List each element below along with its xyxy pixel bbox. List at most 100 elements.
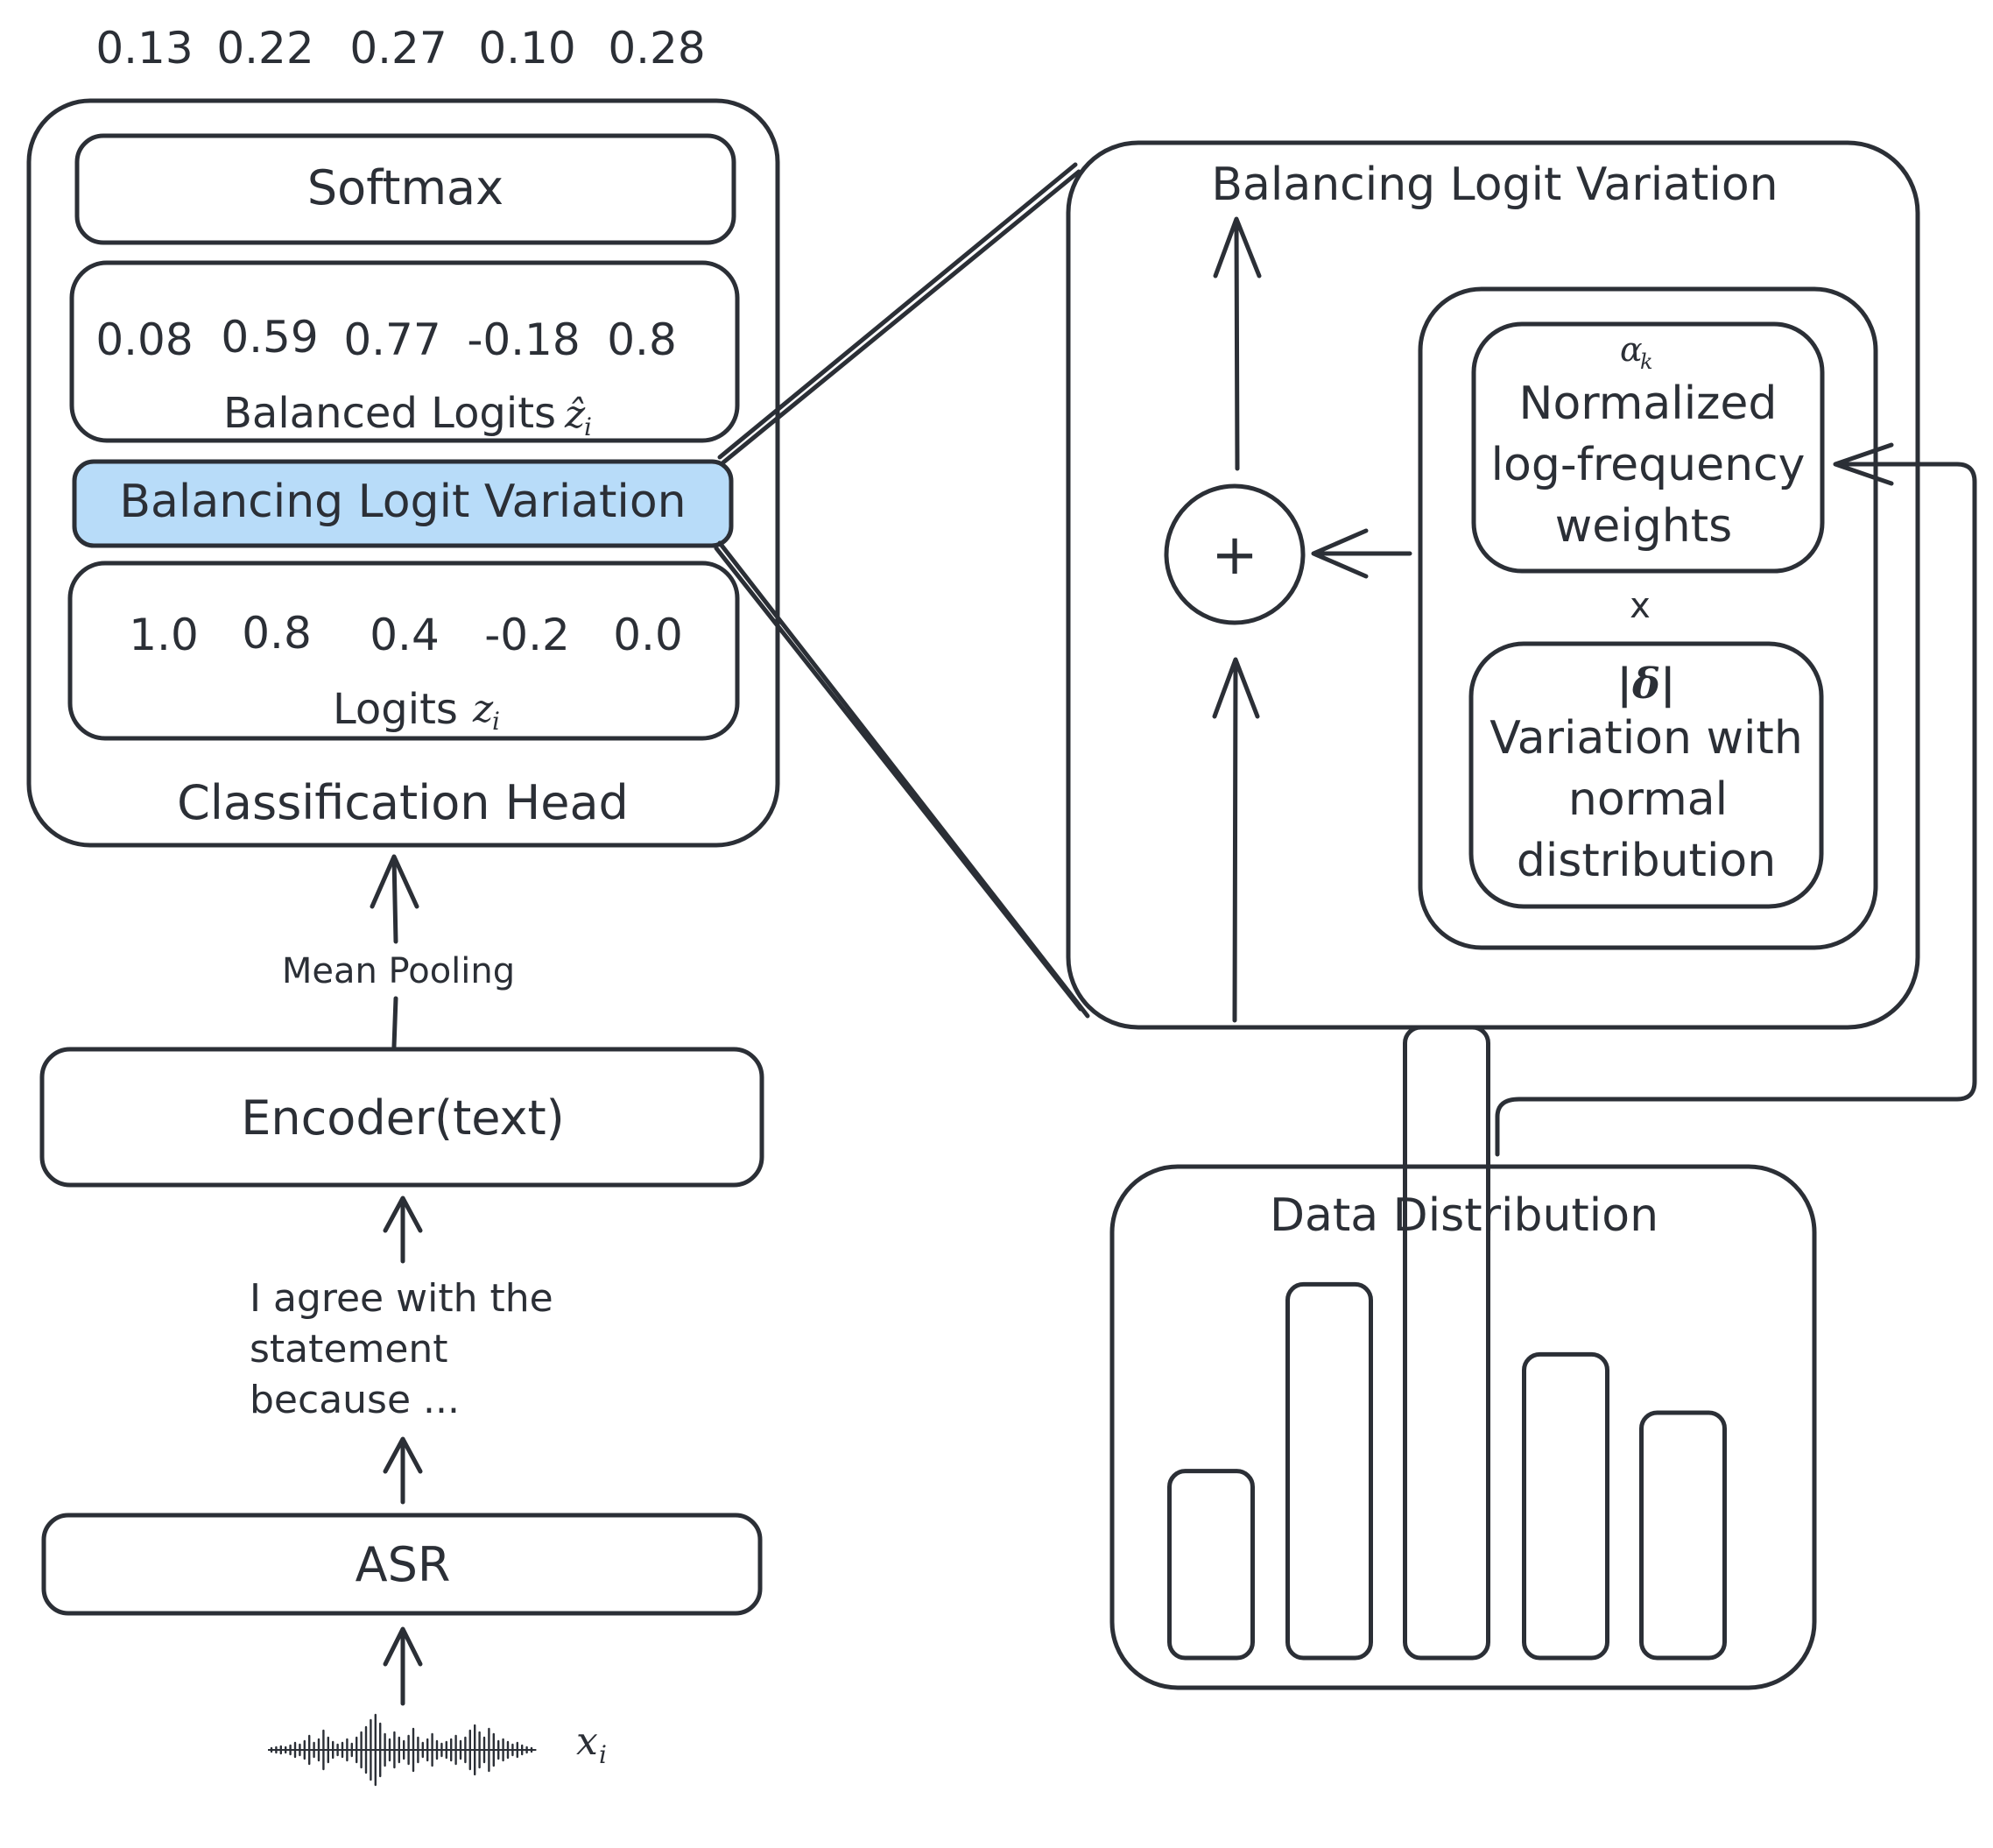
arrow-shaft [391, 996, 398, 1049]
distribution-bars [1167, 1025, 1727, 1661]
variation-label-line: Variation with [1489, 712, 1803, 765]
blv-detail-title: Balancing Logit Variation [1211, 159, 1778, 211]
balanced-logit-values: 0.08 0.59 0.77 -0.18 0.8 [95, 312, 676, 365]
zoom-line-top [721, 169, 1081, 465]
balanced-logits-label: Balanced Logits [223, 389, 556, 438]
encoder-label: Encoder(text) [241, 1090, 564, 1146]
arrow-shaft [1232, 659, 1238, 1023]
arrow-head-icon [383, 1436, 423, 1474]
mean-pooling-arrow [370, 854, 419, 1049]
variation-container-box [1418, 286, 1878, 950]
arrow-head-icon [383, 1626, 423, 1667]
weights-label-line: weights [1555, 500, 1732, 553]
subscript-i: i [599, 1740, 607, 1769]
encoder-box [39, 1047, 764, 1188]
logit-value: 0.8 [242, 608, 312, 659]
weights-label-line: log-frequency [1491, 439, 1806, 491]
subscript-i: i [492, 707, 500, 736]
variation-label-line: normal [1568, 773, 1728, 826]
arrow-head-icon [1833, 442, 1894, 486]
transcript-line: statement [250, 1327, 448, 1372]
connector-line [1495, 462, 1977, 1157]
mean-pooling-label: Mean Pooling [282, 951, 515, 991]
balanced-logit-value: 0.77 [343, 314, 440, 365]
arrow-shaft [1234, 218, 1240, 471]
plus-icon: + [1211, 523, 1258, 588]
logits-label: Logits [333, 685, 458, 734]
zoom-connector-lines [714, 162, 1090, 1019]
softmax-label: Softmax [307, 160, 504, 215]
output-prob: 0.28 [608, 23, 705, 74]
transcript-text: I agree with the statement because ... [250, 1276, 553, 1422]
blv-highlight-box [72, 459, 734, 548]
classification-head-label: Classification Head [177, 775, 629, 830]
times-symbol: x [1630, 586, 1651, 626]
output-prob: 0.10 [478, 23, 575, 74]
output-probabilities: 0.13 0.22 0.27 0.10 0.28 [95, 23, 705, 74]
variation-label: Variation with normal distribution [1489, 712, 1803, 887]
logit-value: 0.4 [370, 610, 440, 660]
blv-highlight-label: Balancing Logit Variation [119, 476, 686, 528]
distribution-bar [1167, 1469, 1255, 1661]
subscript-k: k [1640, 349, 1653, 374]
logits-symbol: z i [472, 687, 500, 736]
sum-node [1164, 483, 1306, 625]
softmax-box [74, 133, 736, 245]
logits-box [67, 561, 740, 741]
arrow-head-icon [1311, 528, 1369, 579]
blv-detail-box [1066, 140, 1920, 1030]
delta-symbol: |δ| [1617, 659, 1676, 709]
distribution-bar [1639, 1410, 1727, 1661]
distribution-bar [1403, 1025, 1490, 1661]
arrow-head-icon [1212, 657, 1260, 719]
weights-label-line: Normalized [1519, 377, 1778, 430]
alpha-k-symbol: α k [1620, 330, 1653, 374]
output-prob: 0.22 [216, 23, 313, 74]
variation-label-line: distribution [1517, 835, 1776, 887]
logit-value: -0.2 [484, 610, 570, 660]
zoom-line-top [717, 162, 1078, 460]
z-symbol: z [472, 687, 494, 731]
input-to-asr-arrow [383, 1626, 423, 1706]
input-symbol: x i [576, 1719, 607, 1769]
logits-to-plus-arrow [1212, 657, 1260, 1023]
data-distribution-title: Data Distribution [1270, 1189, 1658, 1242]
alpha-symbol: α [1620, 330, 1643, 369]
plus-to-output-arrow [1213, 216, 1262, 471]
subscript-i: i [584, 413, 592, 441]
distribution-bar [1522, 1351, 1609, 1661]
logit-values: 1.0 0.8 0.4 -0.2 0.0 [129, 608, 683, 660]
output-prob: 0.27 [349, 23, 447, 74]
zoom-line-bottom [717, 540, 1090, 1019]
balanced-logits-symbol: ẑ i [564, 392, 592, 441]
transcript-line: I agree with the [250, 1276, 553, 1321]
weights-box [1471, 321, 1825, 574]
weights-label: Normalized log-frequency weights [1491, 377, 1806, 553]
asr-to-transcript-arrow [383, 1436, 423, 1505]
arrow-head-icon [383, 1196, 423, 1233]
transcript-line: because ... [250, 1378, 460, 1422]
asr-box [41, 1513, 763, 1616]
audio-waveform-icon [268, 1713, 537, 1787]
balanced-logit-value: 0.08 [95, 314, 193, 365]
balanced-logit-value: -0.18 [467, 314, 580, 365]
balanced-logit-value: 0.8 [607, 314, 677, 365]
distribution-bar [1285, 1281, 1373, 1661]
arrow-shaft [391, 856, 398, 944]
output-prob: 0.13 [95, 23, 193, 74]
variation-box [1468, 641, 1824, 909]
logit-value: 1.0 [129, 610, 199, 660]
arrow-head-icon [1213, 216, 1262, 279]
transcript-to-encoder-arrow [383, 1196, 423, 1264]
data-distribution-box [1109, 1164, 1817, 1690]
variation-to-plus-arrow [1311, 528, 1412, 579]
x-symbol: x [576, 1719, 598, 1764]
z-hat-symbol: ẑ [564, 392, 586, 437]
balanced-logits-box [69, 260, 740, 443]
asr-label: ASR [356, 1537, 451, 1592]
logit-value: 0.0 [613, 610, 683, 660]
distribution-to-weights-arrow [1495, 442, 1977, 1157]
arrow-head-icon [370, 854, 419, 909]
balanced-logit-value: 0.59 [221, 312, 318, 363]
